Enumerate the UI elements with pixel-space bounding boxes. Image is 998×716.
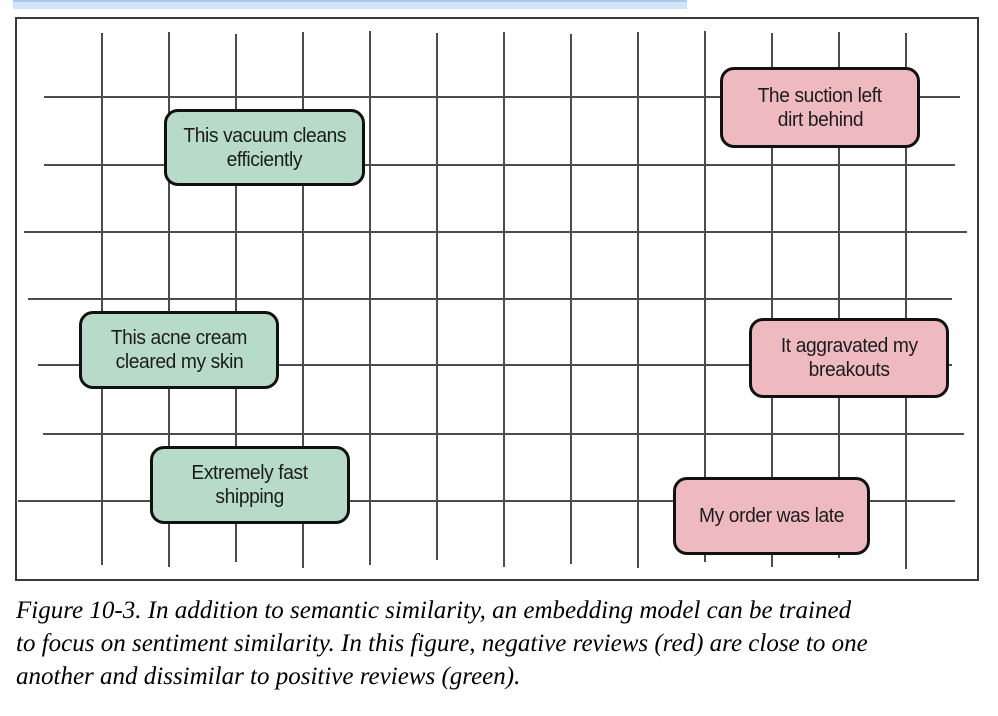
caption-line: to focus on sentiment similarity. In thi…	[16, 630, 868, 657]
text-selection-highlight	[13, 0, 687, 9]
caption-line: Figure 10-3. In addition to semantic sim…	[16, 597, 852, 624]
review-text-line: breakouts	[808, 359, 890, 381]
figure-caption: Figure 10-3. In addition to semantic sim…	[16, 594, 982, 693]
review-text-line: Extremely fast	[191, 462, 309, 484]
review-text-line: cleared my skin	[115, 351, 243, 373]
review-box-order: My order was late	[673, 477, 870, 555]
review-text-line: My order was late	[698, 505, 844, 527]
review-text-line: efficiently	[226, 148, 303, 171]
review-text-line: dirt behind	[777, 108, 863, 131]
review-text-line: shipping	[215, 486, 285, 508]
review-text-line: This vacuum cleans	[183, 124, 346, 147]
review-text-line: It aggravated my	[780, 335, 918, 357]
review-text-line: This acne cream	[110, 327, 248, 349]
caption-line: another and dissimilar to positive revie…	[16, 663, 521, 690]
review-text-line: The suction left	[757, 84, 883, 107]
